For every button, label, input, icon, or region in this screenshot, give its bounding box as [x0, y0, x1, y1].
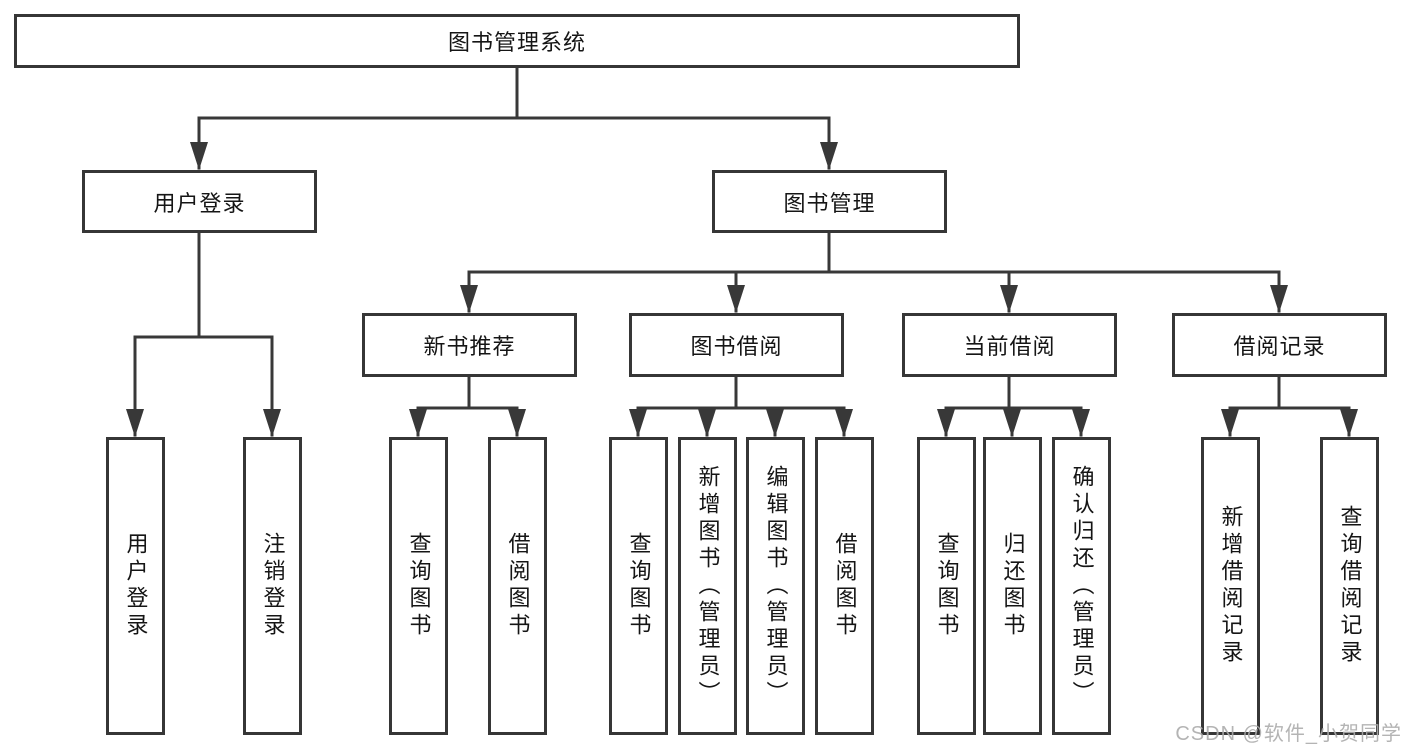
- arrowhead-icon: [1072, 409, 1090, 437]
- node-leaf-borrow-books: 借阅图书: [815, 437, 874, 735]
- node-leaf-query-books-current: 查询图书: [917, 437, 976, 735]
- arrowhead-icon: [1000, 285, 1018, 313]
- arrowhead-icon: [460, 285, 478, 313]
- arrowhead-icon: [727, 285, 745, 313]
- node-current-borrowing: 当前借阅: [902, 313, 1117, 377]
- arrowhead-icon: [263, 409, 281, 437]
- arrowhead-icon: [820, 142, 838, 170]
- node-book-management: 图书管理: [712, 170, 947, 233]
- node-borrowing-records: 借阅记录: [1172, 313, 1387, 377]
- arrowhead-icon: [126, 409, 144, 437]
- node-root: 图书管理系统: [14, 14, 1020, 68]
- arrowhead-icon: [409, 409, 427, 437]
- arrowhead-icon: [1221, 409, 1239, 437]
- arrowhead-icon: [698, 409, 716, 437]
- connector-newbookrec-to-leaves: [416, 375, 519, 437]
- node-leaf-borrow-books-rec: 借阅图书: [488, 437, 547, 735]
- arrowhead-icon: [190, 142, 208, 170]
- node-leaf-user-login: 用户登录: [106, 437, 165, 735]
- arrowhead-icon: [1340, 409, 1358, 437]
- arrowhead-icon: [766, 409, 784, 437]
- arrowhead-icon: [1270, 285, 1288, 313]
- node-leaf-query-books-borrow: 查询图书: [609, 437, 668, 735]
- arrowhead-icon: [937, 409, 955, 437]
- node-book-borrowing: 图书借阅: [629, 313, 844, 377]
- connector-root-to-level1: [197, 66, 831, 170]
- node-leaf-edit-books-admin: 编辑图书（管理员）: [746, 437, 805, 735]
- connector-borrowrecord-to-leaves: [1228, 375, 1351, 437]
- node-leaf-query-books-rec: 查询图书: [389, 437, 448, 735]
- node-user-login: 用户登录: [82, 170, 317, 233]
- connector-bookmgmt-to-level2: [467, 231, 1281, 313]
- node-leaf-query-borrow-record: 查询借阅记录: [1320, 437, 1379, 735]
- connector-bookborrow-to-leaves: [636, 375, 846, 437]
- arrowhead-icon: [508, 409, 526, 437]
- arrowhead-icon: [835, 409, 853, 437]
- node-leaf-confirm-return-admin: 确认归还（管理员）: [1052, 437, 1111, 735]
- arrowhead-icon: [1003, 409, 1021, 437]
- arrowhead-icon: [629, 409, 647, 437]
- node-leaf-logout: 注销登录: [243, 437, 302, 735]
- node-leaf-add-books-admin: 新增图书（管理员）: [678, 437, 737, 735]
- connector-userlogin-to-leaves: [133, 231, 274, 437]
- node-new-book-recommendation: 新书推荐: [362, 313, 577, 377]
- node-leaf-add-borrow-record: 新增借阅记录: [1201, 437, 1260, 735]
- csdn-watermark: CSDN @软件_小贺同学: [1175, 723, 1402, 745]
- node-leaf-return-books: 归还图书: [983, 437, 1042, 735]
